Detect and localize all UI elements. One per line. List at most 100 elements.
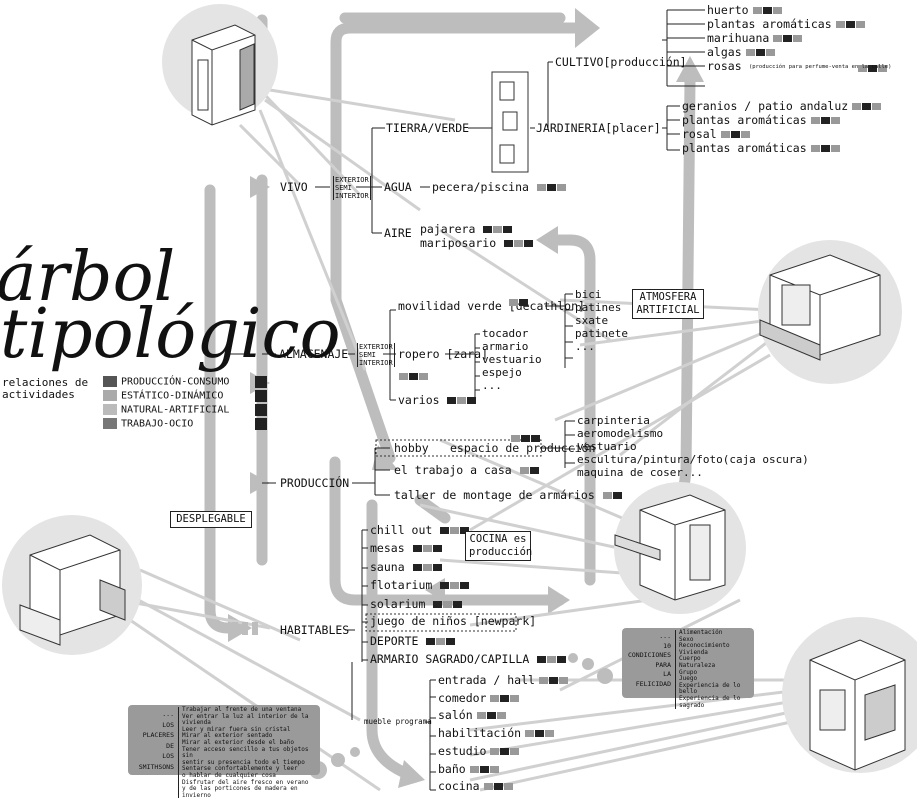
habitables-item-text: chill out: [370, 523, 433, 537]
habitables-item: ARMARIO SAGRADO/CAPILLA: [370, 652, 567, 666]
movilidad-item-text: bici: [575, 288, 602, 301]
habitables-item-text: sauna: [370, 560, 405, 574]
ropero-item: vestuario: [482, 353, 542, 367]
condiciones-heading-line: 10: [663, 641, 671, 650]
habitables-item-text: solarium: [370, 597, 426, 611]
movilidad-item-text: sxate: [575, 314, 609, 327]
furniture-sketches: [19, 24, 906, 771]
room-item-text: entrada / hall: [438, 673, 535, 687]
habitables-item: DEPORTE: [370, 634, 456, 648]
sketch-small-icons: [499, 81, 518, 164]
legend-swatch: [103, 418, 117, 429]
condiciones-item: Grupo: [679, 668, 698, 676]
ropero-item-text: ...: [482, 379, 502, 392]
espacio-item: escultura/pintura/foto(caja oscura): [577, 453, 809, 467]
node-vivo: VIVO: [280, 180, 308, 194]
node-taller: taller de montage de armários: [394, 488, 622, 502]
room-item-text: baño: [438, 761, 466, 776]
ropero-item: armario: [482, 340, 528, 354]
radiating-lines: [119, 88, 801, 792]
node-jardineria: JARDINERIA[placer]: [536, 121, 661, 135]
cultivo-item-text: algas: [707, 45, 742, 59]
placeres-heading-line: LOS: [162, 752, 174, 760]
cultivo-item: marihuana: [707, 31, 803, 45]
movilidad-item: patines: [575, 301, 621, 315]
sketch-cabinet-right: [759, 254, 881, 361]
condiciones-heading-line: CONDICIONES: [627, 651, 671, 660]
cultivo-item-text: plantas aromáticas: [707, 17, 832, 31]
condiciones-heading-line: FELICIDAD: [635, 679, 671, 688]
sketch-cabinet-mid: [614, 494, 726, 601]
ropero-item-text: tocador: [482, 327, 529, 340]
ropero-swatch: [398, 366, 428, 385]
room-item: baño: [438, 762, 499, 776]
habitables-item: chill out: [370, 523, 470, 537]
condiciones-item: Vivienda: [679, 648, 708, 656]
node-cultivo: CULTIVO[producción]: [555, 55, 687, 69]
placeres-item: o hablar de cualquier cosa: [182, 771, 276, 779]
placeres-heading-line: PLACERES: [142, 731, 174, 739]
habitables-item-text: ARMARIO SAGRADO/CAPILLA: [370, 652, 530, 666]
ropero-item-text: espejo: [482, 366, 522, 379]
ropero-item-text: vestuario: [482, 353, 542, 366]
espacio-item-text: maquina de coser...: [577, 466, 703, 479]
placeres-item: y de las porticones de madera en inviern…: [182, 785, 298, 798]
movilidad-item-text: patines: [575, 301, 622, 314]
placeres-heading-line: ...: [162, 710, 174, 718]
espacio-item: maquina de coser...: [577, 466, 703, 480]
room-item-text: estudio: [438, 743, 487, 758]
ropero-item: tocador: [482, 327, 528, 341]
legend-item: PRODUCCIÓN-CONSUMO: [103, 376, 267, 389]
legend-label: NATURAL-ARTIFICIAL: [121, 404, 230, 416]
habitables-item: sauna: [370, 560, 442, 574]
legend-swatch: [103, 376, 117, 387]
movilidad-item: bici: [575, 288, 602, 302]
legend-marker: [255, 390, 267, 402]
habitables-item-text: mesas: [370, 541, 405, 555]
node-ropero: ropero [zara]: [398, 347, 489, 361]
node-produccion: PRODUCCIÓN: [280, 476, 350, 490]
jardineria-item-text: plantas aromáticas: [682, 113, 807, 127]
title-line2: tipológico: [0, 295, 341, 374]
placeres-item: Sentarse confortablemente y leer: [182, 765, 298, 773]
node-aire: AIRE: [384, 226, 412, 240]
legend-item: NATURAL-ARTIFICIAL: [103, 404, 267, 417]
tree-branches: [230, 9, 705, 791]
condiciones-heading-line: PARA: [655, 660, 671, 669]
cultivo-item: huerto: [707, 3, 782, 17]
condiciones-item: Experiencia de lo bello: [679, 681, 741, 696]
box-desplegable: DESPLEGABLE: [170, 511, 252, 528]
habitables-item-text: DEPORTE: [370, 634, 419, 648]
node-agua: AGUA: [384, 180, 412, 194]
node-almacenaje: ALMACENAJE: [279, 347, 349, 361]
placeres-item: Mirar al exterior desde el baño: [182, 738, 294, 746]
condiciones-heading-line: LA: [663, 670, 671, 679]
node-habitables: HABITABLES: [280, 623, 350, 637]
jardineria-item-text: geranios / patio andaluz: [682, 99, 849, 113]
legend-marker: [255, 376, 267, 388]
node-movilidad: movilidad verde [decathlon]: [398, 299, 585, 313]
ropero-item-text: armario: [482, 340, 529, 353]
legend-swatch: [103, 390, 117, 401]
cultivo-item-text: huerto: [707, 3, 749, 17]
espacio-item-text: vestuario: [577, 440, 637, 453]
cultivo-item: rosas: [707, 59, 887, 73]
habitables-item: mesas: [370, 541, 442, 555]
espacio-item: vestuario: [577, 440, 637, 454]
sketch-cabinet-left: [19, 534, 126, 646]
espacio-swatch: [510, 428, 540, 447]
habitables-item-text: flotarium: [370, 578, 433, 592]
box-cocina: COCINA es producción: [465, 531, 532, 561]
room-item: salón: [438, 708, 506, 722]
condiciones-item: Reconocimiento: [679, 642, 730, 650]
movilidad-item-text: ...: [575, 340, 595, 353]
room-item-text: salón: [438, 708, 473, 723]
jardineria-item: plantas aromáticas: [682, 113, 840, 127]
